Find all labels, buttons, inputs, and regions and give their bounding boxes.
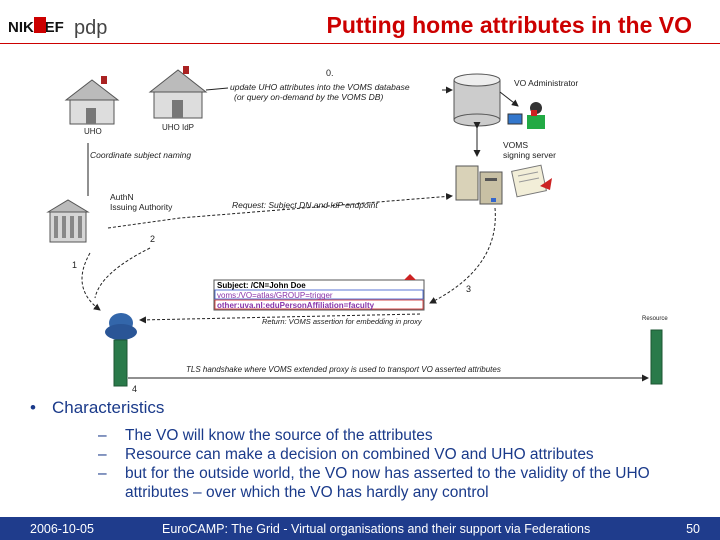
vo-administrator-icon bbox=[508, 102, 545, 129]
footer-date: 2006-10-05 bbox=[30, 522, 94, 536]
sub-bullet-item: –The VO will know the source of the attr… bbox=[98, 426, 710, 445]
step0-label: 0. bbox=[326, 68, 334, 78]
footer-page-number: 50 bbox=[686, 522, 700, 536]
voms-database-icon bbox=[454, 74, 500, 126]
bullet-characteristics: •Characteristics bbox=[30, 398, 710, 418]
voms-server-icon bbox=[456, 166, 502, 204]
issuing-authority-label: Issuing Authority bbox=[110, 202, 173, 212]
sub-bullet-item: –Resource can make a decision on combine… bbox=[98, 445, 710, 464]
footer-title: EuroCAMP: The Grid - Virtual organisatio… bbox=[162, 522, 590, 536]
uho-house-icon bbox=[66, 76, 118, 124]
return-label: Return: VOMS assertion for embedding in … bbox=[262, 317, 423, 326]
logo-text-pdp: pdp bbox=[74, 17, 107, 39]
uho-idp-label: UHO IdP bbox=[162, 123, 194, 132]
authn-building-icon bbox=[48, 200, 88, 242]
cert-subject-line: Subject: /CN=John Doe bbox=[217, 281, 306, 290]
cert-other-line: other:uva.nl:eduPersonAffiliation=facult… bbox=[217, 301, 375, 310]
certificate-scroll-icon bbox=[512, 165, 552, 197]
coordinate-naming-label: Coordinate subject naming bbox=[90, 150, 191, 160]
cert-voms-line: voms:/VO=atlas/GROUP=trigger bbox=[217, 291, 333, 300]
sub-bullet-list: –The VO will know the source of the attr… bbox=[58, 426, 710, 502]
bullet-section: •Characteristics –The VO will know the s… bbox=[30, 398, 710, 502]
architecture-diagram: UHO UHO IdP 0. update UHO attributes int… bbox=[0, 48, 720, 398]
step0-text-2: (or query on-demand by the VOMS DB) bbox=[234, 92, 383, 102]
step3-label: 3 bbox=[466, 284, 471, 294]
voms-label: VOMS bbox=[503, 140, 528, 150]
uho-label: UHO bbox=[84, 127, 102, 136]
step1-label: 1 bbox=[72, 260, 77, 270]
vo-admin-label: VO Administrator bbox=[514, 78, 578, 88]
authn-label: AuthN bbox=[110, 192, 134, 202]
voms-signing-server-label: signing server bbox=[503, 150, 556, 160]
resource-label: Resource bbox=[642, 316, 668, 322]
bullet-main-text: Characteristics bbox=[52, 398, 164, 417]
slide-title: Putting home attributes in the VO bbox=[327, 12, 692, 39]
request-label: Request: Subject DN and IdP endpoint bbox=[232, 200, 378, 210]
uho-idp-house-icon bbox=[150, 66, 206, 118]
proxy-certificate-box: Subject: /CN=John Doe voms:/VO=atlas/GRO… bbox=[214, 280, 424, 310]
sub-bullet-item: –but for the outside world, the VO now h… bbox=[98, 464, 710, 502]
logo-red-block bbox=[34, 17, 46, 33]
step0-text-1: update UHO attributes into the VOMS data… bbox=[230, 82, 410, 92]
cert-seal-icon bbox=[404, 274, 416, 280]
user-icon bbox=[105, 313, 137, 386]
title-divider bbox=[0, 43, 720, 44]
step4-label: 4 bbox=[132, 384, 137, 394]
slide-footer: 2006-10-05 EuroCAMP: The Grid - Virtual … bbox=[0, 517, 720, 540]
nikhef-logo: NIKHEF pdp bbox=[6, 8, 118, 42]
tls-label: TLS handshake where VOMS extended proxy … bbox=[186, 365, 501, 374]
resource-icon bbox=[651, 330, 662, 384]
step2-label: 2 bbox=[150, 234, 155, 244]
